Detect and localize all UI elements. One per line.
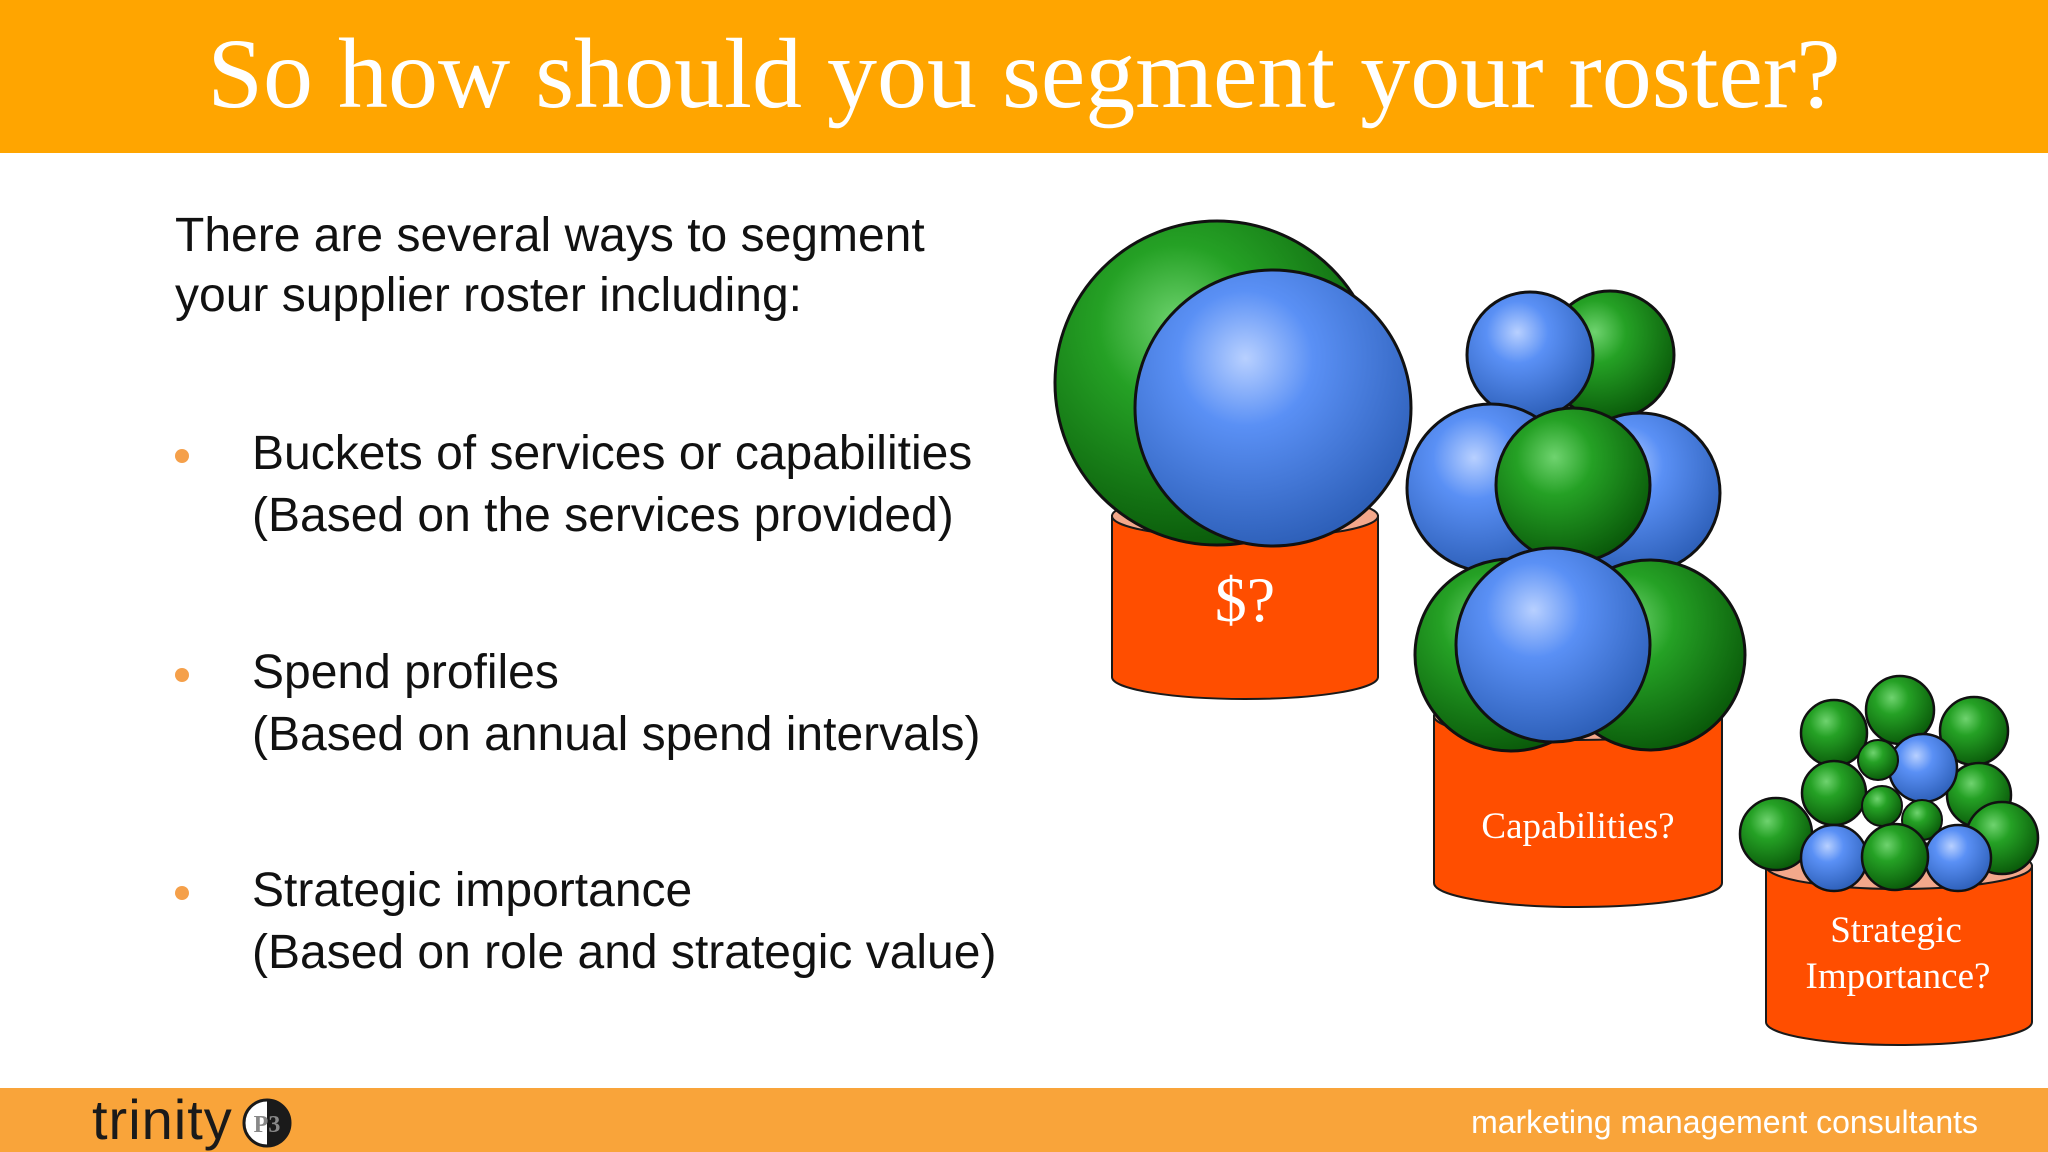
bullet-detail: (Based on annual spend intervals) — [252, 708, 981, 761]
bullet-heading: Buckets of services or capabilities — [252, 427, 973, 480]
bucket-label-capabilities: Capabilities? — [1481, 806, 1674, 847]
bullet-heading: Spend profiles — [252, 646, 559, 699]
bullet-detail: (Based on the services provided) — [252, 489, 954, 542]
bullet-detail: (Based on role and strategic value) — [252, 926, 997, 979]
bullet-dot-icon — [175, 668, 189, 682]
bullet-heading: Strategic importance — [252, 864, 693, 917]
bucket-label-strategic-line-2: Importance? — [1806, 956, 1991, 997]
balls-capabilities — [1405, 289, 1747, 753]
footer-bar: trinity P3 marketing management consulta… — [0, 1088, 2048, 1152]
intro-line-1: There are several ways to segment — [175, 209, 925, 262]
logo-wordmark: trinity — [92, 1088, 233, 1151]
logo-p3-icon: P3 — [242, 1098, 292, 1148]
intro-text: There are several ways to segment your s… — [175, 206, 1075, 326]
bullet-dot-icon — [175, 886, 189, 900]
slide-title: So how should you segment your roster? — [207, 17, 1841, 129]
balls-strategic — [1738, 674, 2040, 893]
svg-text:P3: P3 — [254, 1112, 281, 1138]
intro-line-2: your supplier roster including: — [175, 269, 802, 322]
balls-spend — [1053, 219, 1413, 548]
title-bar: So how should you segment your roster? — [0, 0, 2048, 153]
bucket-label-spend: $? — [1215, 564, 1275, 635]
bucket-label-strategic-line-1: Strategic — [1830, 910, 1962, 951]
footer-tagline: marketing management consultants — [1471, 1104, 1978, 1140]
bullet-dot-icon — [175, 449, 189, 463]
